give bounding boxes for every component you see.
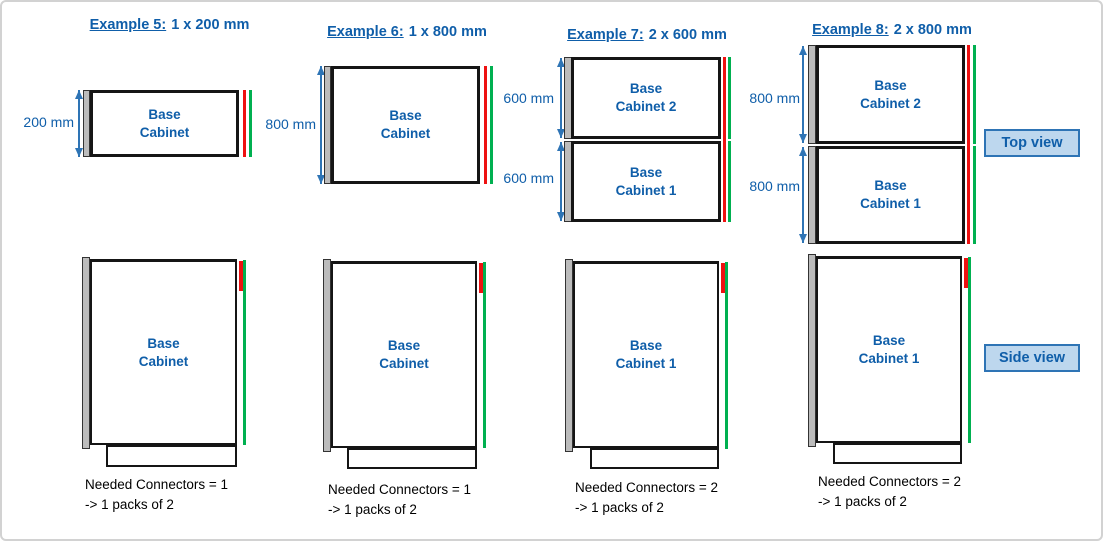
connectors-count-line: Needed Connectors = 2 [575,480,718,495]
example-6-top-gray-side-panel [324,66,331,184]
cabinet-label-line2: Cabinet 2 [615,99,677,114]
top-view-badge: Top view [984,129,1080,157]
red-connector-line [721,263,725,293]
cabinet-label-line2: Cabinet 1 [858,351,920,366]
example-7-top-dim-label-cabinet-2: 600 mm [503,90,554,106]
example-6-title-size: 1 x 800 mm [408,24,487,40]
cabinet-label-line1: Base [874,77,907,93]
cabinet-label-line2: Cabinet 1 [860,196,921,211]
example-8-plinth [833,443,962,464]
example-6-top-dim-label: 800 mm [265,116,316,132]
example-7-title: Example 7:2 x 600 mm [557,27,737,43]
red-connector-line [964,258,968,288]
green-connector-line [243,260,246,445]
green-connector-line [968,257,971,443]
example-8-side-gray-side-panel [808,254,816,447]
red-connector-line [723,57,726,222]
green-connector-line [483,262,486,448]
red-connector-line [967,45,970,244]
example-7-side-cabinet: Base Cabinet 1 [573,261,719,448]
example-6-side-cabinet: Base Cabinet [331,261,477,448]
connectors-packs-line: -> 1 packs of 2 [85,497,174,513]
example-8-title-size: 2 x 800 mm [893,22,972,38]
example-7-plinth [590,448,719,469]
example-7-top-dim-label-cabinet-1: 600 mm [503,170,554,186]
example-8-title: Example 8:2 x 800 mm [802,22,982,38]
connectors-count-line: Needed Connectors = 2 [818,474,961,489]
connectors-packs-line: -> 1 packs of 2 [575,500,664,516]
example-8-top-cabinet-1: Base Cabinet 1 [816,146,965,244]
green-connector-line [490,66,493,184]
example-6-top-dim-arrow [316,66,325,184]
example-5-side-cabinet: Base Cabinet [90,259,237,445]
example-7-connectors-note: Needed Connectors = 2 -> 1 packs of 2 [575,478,718,519]
example-7-top-dim-arrow-cabinet-2 [556,58,565,138]
example-5-title: Example 5:1 x 200 mm [72,17,267,33]
example-6-connectors-note: Needed Connectors = 1 -> 1 packs of 2 [328,480,471,521]
example-5-top-dim-arrow [74,90,83,157]
example-7-title-size: 2 x 600 mm [648,27,727,43]
red-connector-line [239,261,243,291]
example-5-connectors-note: Needed Connectors = 1 -> 1 packs of 2 [85,475,228,516]
connectors-packs-line: -> 1 packs of 2 [328,502,417,518]
green-connector-line [728,57,731,139]
example-5-top-dim-label: 200 mm [23,114,74,130]
example-6-title: Example 6:1 x 800 mm [317,24,497,40]
example-7-top-dim-arrow-cabinet-1 [556,142,565,221]
example-8-top-dim-arrow-cabinet-2 [798,46,807,143]
connectors-packs-line: -> 1 packs of 2 [818,494,907,510]
green-connector-line [973,45,976,144]
green-connector-line [249,90,252,157]
example-7-title-prefix: Example 7: [567,27,644,43]
red-connector-line [484,66,487,184]
red-connector-line [243,90,246,157]
cabinet-label-line2: Cabinet [139,124,190,140]
example-8-side-cabinet: Base Cabinet 1 [816,256,962,443]
cabinet-label-line2: Cabinet [379,356,429,371]
example-6-plinth [347,448,477,469]
example-8-top-gray-side-panel [808,146,816,244]
green-connector-line [973,146,976,244]
cabinet-label-line1: Base [387,338,421,354]
red-connector-line [479,263,483,293]
cabinet-label-line2: Cabinet 1 [615,356,677,371]
cabinet-label-line2: Cabinet 2 [860,95,921,111]
cabinet-label-line1: Base [874,178,907,194]
example-6-top-cabinet: Base Cabinet [331,66,480,184]
green-connector-line [725,262,728,449]
example-5-plinth [106,445,237,467]
example-5-title-size: 1 x 200 mm [171,17,250,33]
cabinet-label-line2: Cabinet [138,353,189,369]
example-8-top-dim-label-cabinet-2: 800 mm [749,90,800,106]
cabinet-label-line1: Base [629,338,663,354]
cabinet-label-line1: Base [389,108,422,124]
green-connector-line [728,141,731,222]
example-7-top-cabinet-2: Base Cabinet 2 [571,57,721,139]
example-8-top-dim-label-cabinet-1: 800 mm [749,178,800,194]
connectors-count-line: Needed Connectors = 1 [85,477,228,492]
example-7-top-cabinet-1: Base Cabinet 1 [571,141,721,222]
cabinet-label-line2: Cabinet [380,126,431,141]
example-8-top-gray-side-panel [808,45,816,144]
cabinet-label-line1: Base [147,335,180,351]
example-5-top-gray-side-panel [83,90,90,157]
example-5-title-prefix: Example 5: [89,17,167,33]
example-6-title-prefix: Example 6: [327,24,404,40]
side-view-badge: Side view [984,344,1080,372]
example-8-top-cabinet-2: Base Cabinet 2 [816,45,965,144]
example-8-title-prefix: Example 8: [812,22,889,38]
example-8-connectors-note: Needed Connectors = 2 -> 1 packs of 2 [818,472,961,513]
cabinet-label-line2: Cabinet 1 [615,182,677,198]
example-7-side-gray-side-panel [565,259,573,452]
cabinet-label-line1: Base [872,333,906,349]
example-5-side-gray-side-panel [82,257,90,449]
example-5-top-cabinet: Base Cabinet [90,90,239,157]
connectors-count-line: Needed Connectors = 1 [328,482,471,497]
cabinet-label-line1: Base [629,164,663,180]
cabinet-label-line1: Base [629,81,663,97]
cabinet-label-line1: Base [148,106,181,122]
example-8-top-dim-arrow-cabinet-1 [798,147,807,243]
example-6-side-gray-side-panel [323,259,331,452]
